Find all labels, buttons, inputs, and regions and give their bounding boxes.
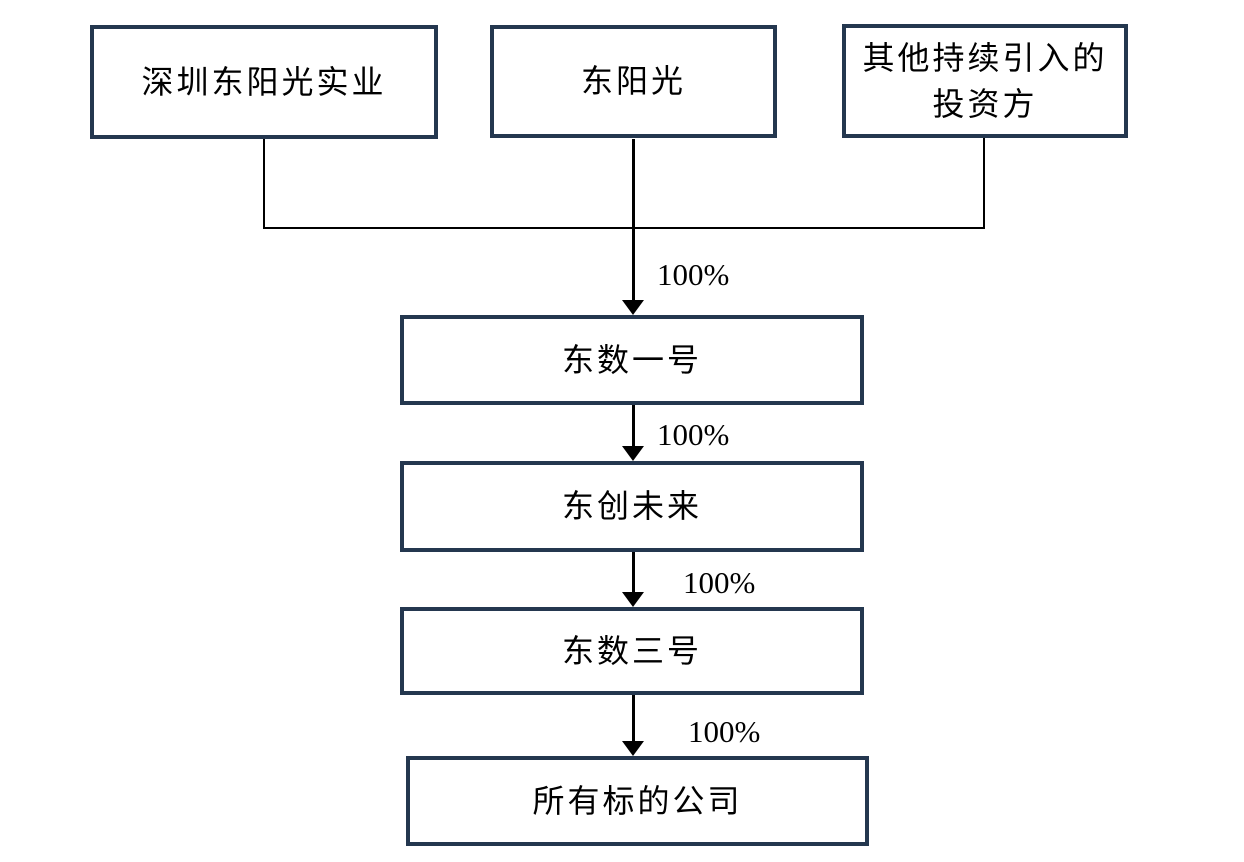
node-label: 所有标的公司 — [532, 782, 743, 819]
arrowhead-dongchuang-to-dongshu3 — [622, 592, 644, 607]
edge-label-dongchuang-to-dongshu3: 100% — [683, 565, 756, 600]
node-label: 东创未来 — [561, 488, 702, 525]
node-dongyangguang: 东阳光 — [490, 25, 777, 138]
edge-label-dongshu3-to-target: 100% — [688, 714, 761, 749]
edge-shaft-dongshu1-to-dongchuang — [632, 405, 635, 447]
arrowhead-parents-to-dongshu1 — [622, 300, 644, 315]
arrowhead-dongshu1-to-dongchuang — [622, 446, 644, 461]
connector-merge-bar — [263, 227, 985, 229]
node-dongshu-yihao: 东数一号 — [400, 315, 864, 405]
node-label: 东数一号 — [561, 341, 702, 378]
edge-label-dongshu1-to-dongchuang: 100% — [657, 417, 730, 452]
node-label: 其他持续引入的 投资方 — [862, 39, 1108, 122]
edge-shaft-dongshu3-to-target — [632, 695, 635, 742]
node-dongchuang-weilai: 东创未来 — [400, 461, 864, 552]
edge-shaft-parents-to-dongshu1 — [632, 139, 635, 301]
arrowhead-dongshu3-to-target — [622, 741, 644, 756]
node-label: 深圳东阳光实业 — [141, 63, 387, 100]
node-all-target-companies: 所有标的公司 — [406, 756, 869, 846]
edge-label-parents-to-dongshu1: 100% — [657, 257, 730, 292]
connector-stub-right — [983, 138, 985, 229]
node-label: 东阳光 — [580, 63, 686, 100]
node-shenzhen-dongyangguang-shiye: 深圳东阳光实业 — [90, 25, 438, 139]
node-dongshu-sanhao: 东数三号 — [400, 607, 864, 695]
edge-shaft-dongchuang-to-dongshu3 — [632, 552, 635, 593]
node-label: 东数三号 — [561, 632, 702, 669]
node-other-investors: 其他持续引入的 投资方 — [842, 24, 1128, 138]
connector-stub-left — [263, 139, 265, 229]
